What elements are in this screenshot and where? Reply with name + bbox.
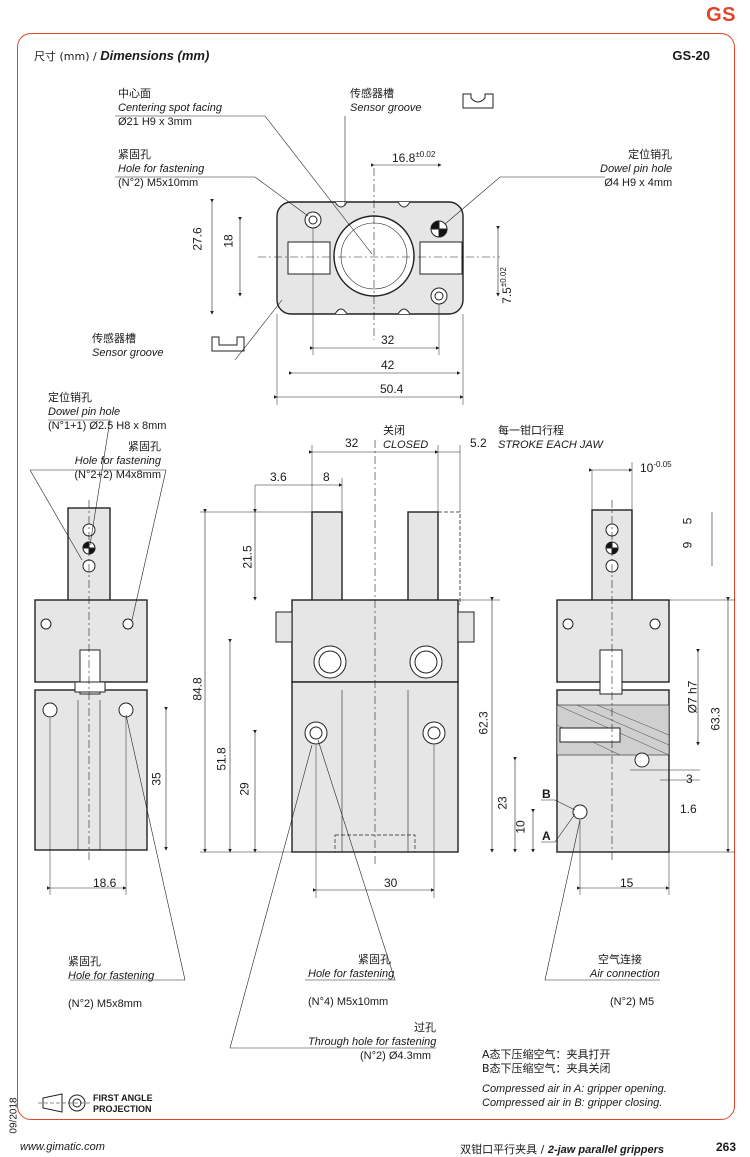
drawing-frame xyxy=(17,33,735,1120)
first-angle-symbol xyxy=(38,1093,90,1113)
dim-32-front: 32 xyxy=(345,436,359,450)
dim-42: 42 xyxy=(381,358,395,372)
dim-15: 15 xyxy=(620,876,634,890)
dim-5-2: 5.2 xyxy=(470,436,487,450)
dim-7-5: 7.5±0.02 xyxy=(498,267,514,304)
dim-16-8: 16.8±0.02 xyxy=(392,150,436,165)
dim-10b: 10 xyxy=(513,820,528,834)
dim-63-3: 63.3 xyxy=(708,707,723,731)
dim-18: 18 xyxy=(221,234,236,248)
top-view xyxy=(115,93,605,405)
dim-51-8: 51.8 xyxy=(214,747,229,771)
dim-30: 30 xyxy=(384,876,398,890)
dim-29: 29 xyxy=(237,782,252,796)
dim-3: 3 xyxy=(686,772,693,786)
dim-62-3: 62.3 xyxy=(476,711,491,735)
page-number: 263 xyxy=(715,1140,736,1154)
footer-product-line: 双钳口平行夹具 / 2-jaw parallel grippers xyxy=(460,1143,664,1156)
dim-18-6: 18.6 xyxy=(93,876,117,890)
operation-notes: A态下压缩空气：夹具打开 B态下压缩空气：夹具关闭 Compressed air… xyxy=(482,1048,667,1109)
dim-10: 10-0.05 xyxy=(640,460,672,475)
dim-5: 5 xyxy=(680,517,695,525)
dim-8: 8 xyxy=(323,470,330,484)
dim-35: 35 xyxy=(149,772,164,786)
front-view xyxy=(200,440,500,1049)
port-a: A xyxy=(542,829,551,843)
dim-27-6: 27.6 xyxy=(190,227,205,251)
dim-50-4: 50.4 xyxy=(380,382,404,396)
dim-1-6: 1.6 xyxy=(680,802,697,816)
model-code: GS-20 xyxy=(672,48,710,63)
projection-label: FIRST ANGLE PROJECTION xyxy=(93,1093,153,1114)
dim-3-6: 3.6 xyxy=(270,470,287,484)
date: 09/2018 xyxy=(8,1097,20,1134)
dim-23: 23 xyxy=(495,796,510,810)
website-link[interactable]: www.gimatic.com xyxy=(20,1141,105,1153)
side-view xyxy=(513,462,735,981)
port-b: B xyxy=(542,787,551,801)
dim-32-top: 32 xyxy=(381,333,395,347)
dimensions-title: 尺寸 (mm) / Dimensions (mm) xyxy=(34,48,210,63)
dim-9: 9 xyxy=(680,541,695,549)
dim-21-5: 21.5 xyxy=(240,545,255,569)
dim-7-h7: Ø7 h7 xyxy=(685,680,700,714)
brand-logo: GS xyxy=(706,4,736,26)
left-view xyxy=(29,419,186,981)
dim-84-8: 84.8 xyxy=(190,677,205,701)
